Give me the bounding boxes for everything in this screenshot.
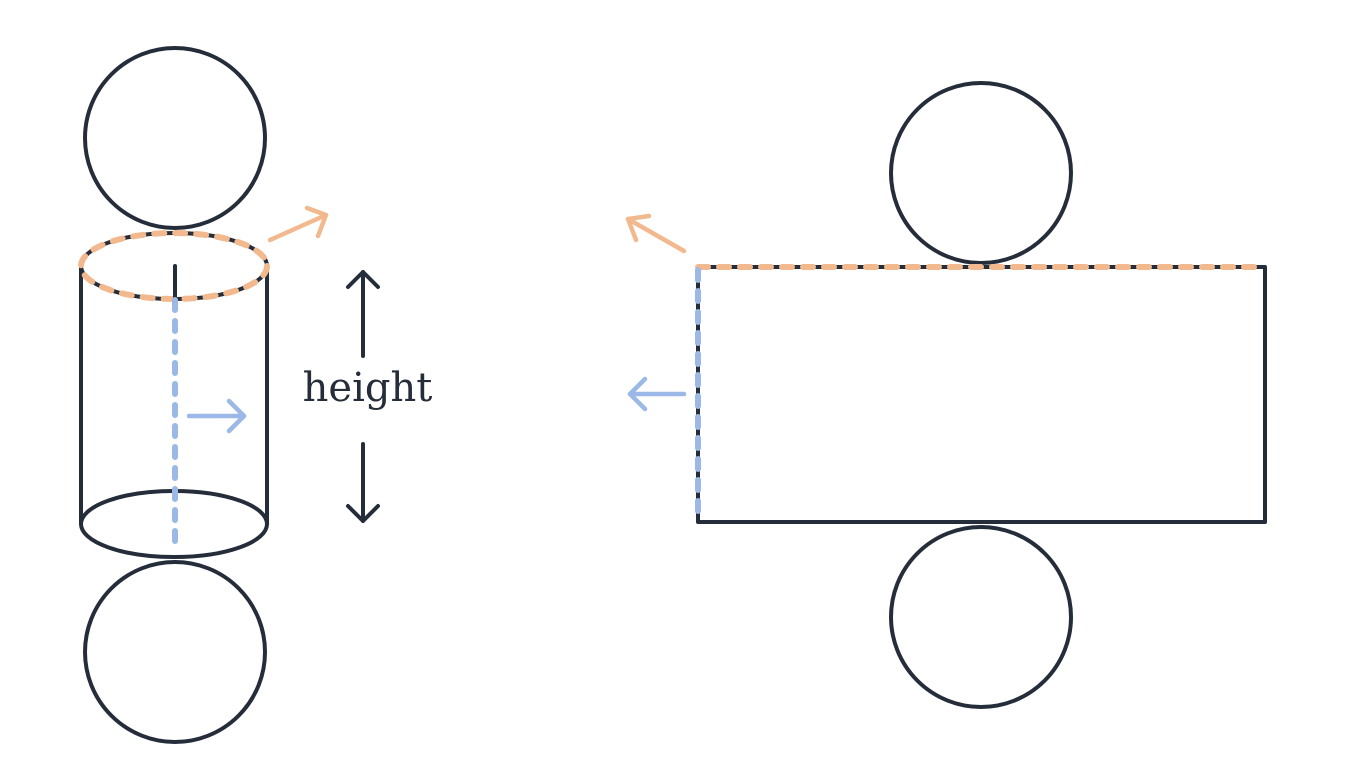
net-rectangle [696, 265, 1267, 524]
net-orange-arrow-icon [625, 213, 687, 254]
height-dimension [346, 270, 380, 523]
height-label: height [302, 365, 433, 411]
top-base-circle [83, 46, 267, 230]
orange-arrow-icon [267, 205, 329, 243]
cylinder-group [78, 46, 329, 744]
net-group [625, 81, 1268, 709]
net-top-circle [889, 81, 1073, 265]
height-down-arrow-icon [346, 442, 380, 523]
blue-arrow-icon [186, 398, 247, 434]
bottom-base-circle [83, 560, 267, 744]
net-bottom-circle [889, 525, 1073, 709]
height-up-arrow-icon [346, 270, 380, 358]
net-blue-arrow-icon [627, 376, 687, 412]
